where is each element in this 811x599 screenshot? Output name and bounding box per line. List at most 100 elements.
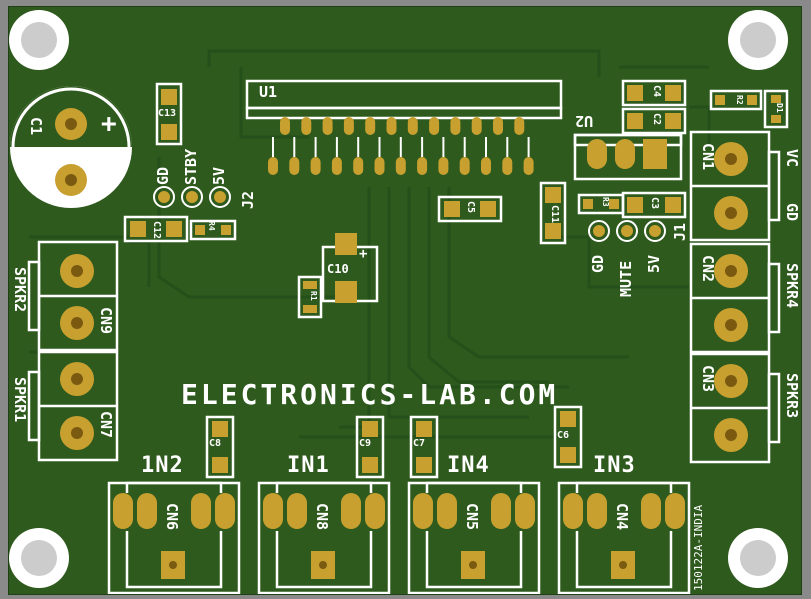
u1-pin-bottom xyxy=(438,137,449,175)
r3-label: R3 xyxy=(601,197,610,207)
c3-footprint xyxy=(621,191,687,219)
j1-5v-label: 5V xyxy=(645,254,663,273)
d1-footprint xyxy=(763,89,789,129)
c6-footprint xyxy=(553,405,583,469)
pcb-board: U1 U2 C1 + C13 C12 R4 C5 C11 R3 C3 C4 C2… xyxy=(8,6,802,595)
c8-label: C8 xyxy=(209,438,222,449)
c4-label: C4 xyxy=(651,85,662,98)
c9-footprint xyxy=(355,415,385,479)
cn7-label: CN7 xyxy=(97,411,115,439)
c5-footprint xyxy=(437,195,503,223)
c12-footprint xyxy=(123,215,189,243)
j1-header xyxy=(588,220,666,242)
j1-label: J1 xyxy=(671,222,689,241)
in2-label: 1N2 xyxy=(141,453,184,478)
u1-pin-bottom xyxy=(374,137,385,175)
cn7-terminal xyxy=(27,350,119,462)
j2-5v-label: 5V xyxy=(210,166,228,185)
u2-regulator xyxy=(573,133,683,181)
u1-pin-top xyxy=(493,117,503,135)
in4-label: IN4 xyxy=(447,453,490,478)
u1-pin-top xyxy=(429,117,440,135)
j2-header xyxy=(153,186,231,208)
u1-pin-top xyxy=(365,117,376,135)
spkr4-label: SPKR4 xyxy=(783,263,801,309)
r2-label: R2 xyxy=(735,95,744,105)
j1-gd-label: GD xyxy=(589,254,607,273)
mounting-hole-top-left xyxy=(9,10,69,70)
u1-pin-bottom xyxy=(331,137,342,175)
in3-label: IN3 xyxy=(593,453,636,478)
u2-label: U2 xyxy=(575,112,594,130)
j2-gd-label: GD xyxy=(154,166,172,185)
cn6-label: CN6 xyxy=(163,503,181,531)
u1-pin-top xyxy=(280,117,290,135)
d1-label: D1 xyxy=(775,103,784,113)
cn1-terminal xyxy=(689,130,781,242)
r4-footprint xyxy=(189,219,237,241)
r1-label: R1 xyxy=(309,291,318,301)
audio-jack xyxy=(107,481,241,594)
spkr2-label: SPKR2 xyxy=(11,267,29,313)
u1-pin-top xyxy=(386,117,397,135)
u1-pin-bottom xyxy=(417,137,428,175)
cn2-label: CN2 xyxy=(699,255,717,283)
r1-footprint xyxy=(297,275,323,319)
c9-label: C9 xyxy=(359,438,372,449)
mounting-hole-top-right xyxy=(728,10,788,70)
c10-label: C10 xyxy=(327,262,349,276)
c5-label: C5 xyxy=(465,201,476,214)
cn3-label: CN3 xyxy=(699,365,717,393)
audio-jack xyxy=(407,481,541,594)
mounting-holes xyxy=(9,10,788,588)
j2-label: J2 xyxy=(239,190,257,209)
u1-pin-bottom xyxy=(459,137,470,175)
c1-capacitor xyxy=(10,86,132,208)
j2-stby-label: STBY xyxy=(182,148,200,185)
c2-footprint xyxy=(621,107,687,135)
c7-footprint xyxy=(409,415,439,479)
c12-label: C12 xyxy=(151,221,162,240)
r2-footprint xyxy=(709,89,763,111)
cn5-label: CN5 xyxy=(463,503,481,531)
c11-footprint xyxy=(539,181,567,245)
c11-label: C11 xyxy=(549,205,560,224)
smd-parts xyxy=(123,79,789,479)
c10-footprint xyxy=(321,233,379,303)
c7-label: C7 xyxy=(413,438,426,449)
cn1-label: CN1 xyxy=(699,143,717,171)
u1-pin-top xyxy=(301,117,312,135)
r4-label: R4 xyxy=(207,221,216,231)
u1-pin-top xyxy=(514,117,525,135)
cn4-label: CN4 xyxy=(613,503,631,531)
c6-label: C6 xyxy=(557,430,570,441)
audio-jack xyxy=(257,481,391,594)
in1-label: IN1 xyxy=(287,453,330,478)
vc-label: VC xyxy=(783,149,801,168)
cn2-terminal xyxy=(689,242,781,354)
spkr3-label: SPKR3 xyxy=(783,373,801,419)
cn1-gd-label: GD xyxy=(783,203,801,222)
u1-pin-bottom xyxy=(502,137,513,175)
u1-chip-outline xyxy=(245,79,563,120)
audio-jack xyxy=(557,481,691,594)
c8-footprint xyxy=(205,415,235,479)
cn9-terminal xyxy=(27,240,119,352)
c2-label: C2 xyxy=(651,113,662,126)
cn8-label: CN8 xyxy=(313,503,331,531)
pcb-artwork xyxy=(9,10,789,594)
cn3-terminal xyxy=(689,352,781,464)
u1-pins xyxy=(268,117,534,175)
j1-mute-label: MUTE xyxy=(617,260,635,297)
u1-label: U1 xyxy=(259,83,278,101)
mounting-hole-bottom-left xyxy=(9,528,69,588)
cn9-label: CN9 xyxy=(97,307,115,335)
u1-pin-bottom xyxy=(481,137,491,175)
spkr1-label: SPKR1 xyxy=(11,377,29,423)
u1-pin-bottom xyxy=(523,137,534,175)
u1-pin-top xyxy=(322,117,333,135)
part-number-label: 150122A-INDIA xyxy=(692,504,705,591)
u1-pin-top xyxy=(471,117,482,135)
u1-pin-bottom xyxy=(289,137,300,175)
c13-label: C13 xyxy=(158,108,177,119)
